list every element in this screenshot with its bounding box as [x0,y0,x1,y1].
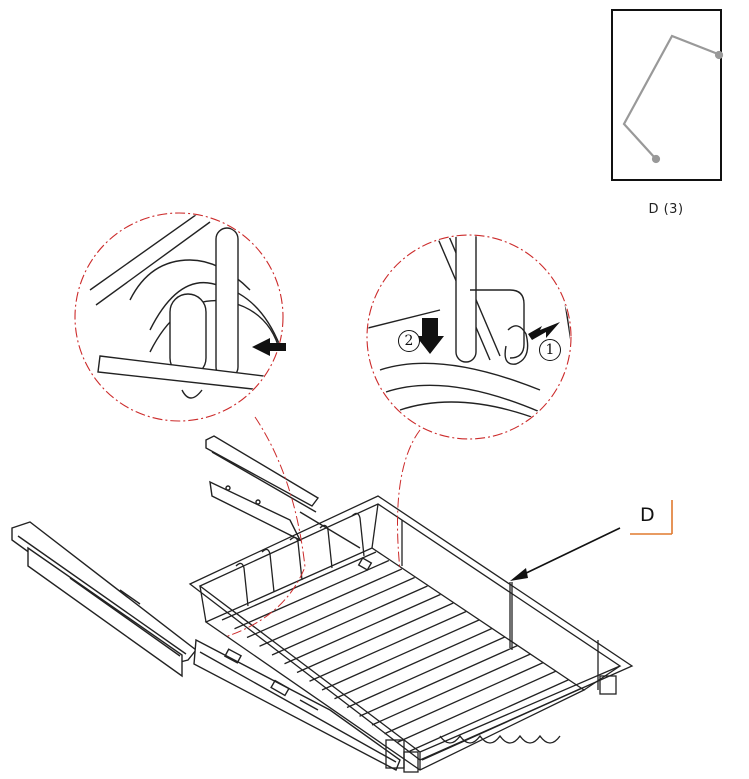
basket-rib [234,559,390,630]
basket-rib [346,636,506,709]
basket-rib [396,670,557,744]
basket-rib [246,568,403,639]
basket-rib [284,593,441,665]
part-code-label: D (3) [648,202,684,217]
detail-circle-left [74,212,286,422]
basket-rib [221,551,377,621]
callout-underline [630,500,673,535]
basket-rib [334,627,493,700]
step-one-badge: 1 [539,339,561,361]
basket-rib [421,687,583,761]
basket-rib [409,678,570,752]
detail-leader-left [224,416,306,638]
basket-rib [371,653,531,726]
part-preview-box [611,9,722,181]
basket-rib [271,585,428,656]
detail-circle-right [366,234,572,440]
detail-leader-right [397,429,421,571]
basket-rib [321,619,480,691]
basket-rib [309,610,467,682]
left-slide-rail [11,521,401,771]
right-slide-rail [205,435,373,571]
basket-rib [259,576,415,647]
basket-rib [359,644,518,717]
callout-label: D [640,504,655,526]
basket-rib [296,602,454,674]
basket-rib [384,661,544,735]
step-two-badge: 2 [398,330,420,352]
callout-arrow [510,527,621,581]
wire-basket [188,495,634,773]
